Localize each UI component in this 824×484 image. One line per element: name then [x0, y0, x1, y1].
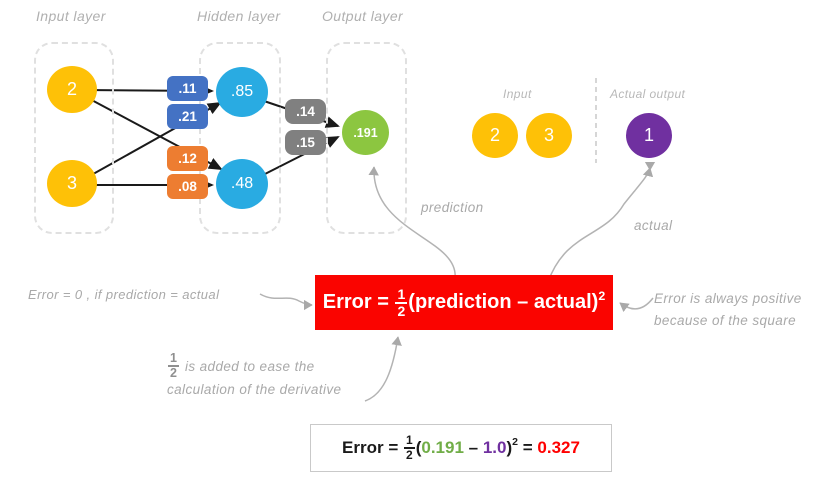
calc-result: 0.327 — [537, 438, 580, 457]
hidden-node-1: .85 — [216, 67, 268, 117]
calc-open-paren: ( — [415, 438, 422, 457]
half-note-arrow — [364, 336, 402, 402]
calc-exponent: 2 — [512, 436, 519, 449]
actual-output-label: Actual output — [610, 87, 686, 101]
prediction-annotation: prediction — [421, 200, 484, 215]
zero-error-arrow — [259, 293, 313, 311]
output-layer-label: Output layer — [322, 8, 404, 24]
output-layer-box — [326, 42, 407, 234]
positive-note-line2: because of the square — [654, 313, 796, 328]
half-note-line1: is added to ease the — [184, 358, 315, 374]
actual-output-node: 1 — [626, 113, 672, 158]
actual-annotation: actual — [634, 218, 673, 233]
calc-lhs: Error = — [342, 438, 399, 457]
weight-w12: .12 — [167, 146, 208, 171]
weight-w08: .08 — [167, 174, 208, 199]
hidden-layer-label: Hidden layer — [197, 8, 281, 24]
weight-w14: .14 — [285, 99, 326, 124]
zero-error-note: Error = 0 , if prediction = actual — [28, 287, 220, 302]
sample-input-node-1: 2 — [472, 113, 518, 158]
hidden-layer-box — [199, 42, 281, 234]
half-note-line2: calculation of the derivative — [167, 382, 342, 398]
formula-exponent: 2 — [598, 288, 606, 303]
positive-note-arrow — [619, 297, 654, 313]
output-node: .191 — [342, 110, 389, 155]
hidden-node-2: .48 — [216, 159, 268, 209]
weight-w15: .15 — [285, 130, 326, 155]
formula-lhs: Error = — [322, 291, 389, 313]
sample-input-label: Input — [503, 87, 532, 101]
calc-equals: = — [522, 438, 533, 457]
calc-minus: – — [468, 438, 479, 457]
input-node-2: 3 — [47, 160, 97, 207]
positive-note-line1: Error is always positive — [654, 291, 802, 306]
input-layer-label: Input layer — [36, 8, 106, 24]
actual-arrow — [547, 167, 654, 283]
calc-close-paren: ) — [506, 438, 513, 457]
annotation-arrows — [259, 161, 656, 402]
input-node-1: 2 — [47, 66, 97, 113]
weight-w21: .21 — [167, 104, 208, 129]
calc-actual-value: 1.0 — [482, 438, 507, 457]
prediction-arrow — [368, 166, 456, 280]
weight-w11: .11 — [167, 76, 208, 101]
calc-prediction-value: 0.191 — [421, 438, 464, 457]
sample-input-node-2: 3 — [526, 113, 572, 158]
formula-body: (prediction – actual) — [408, 291, 599, 313]
input-layer-box — [34, 42, 114, 234]
